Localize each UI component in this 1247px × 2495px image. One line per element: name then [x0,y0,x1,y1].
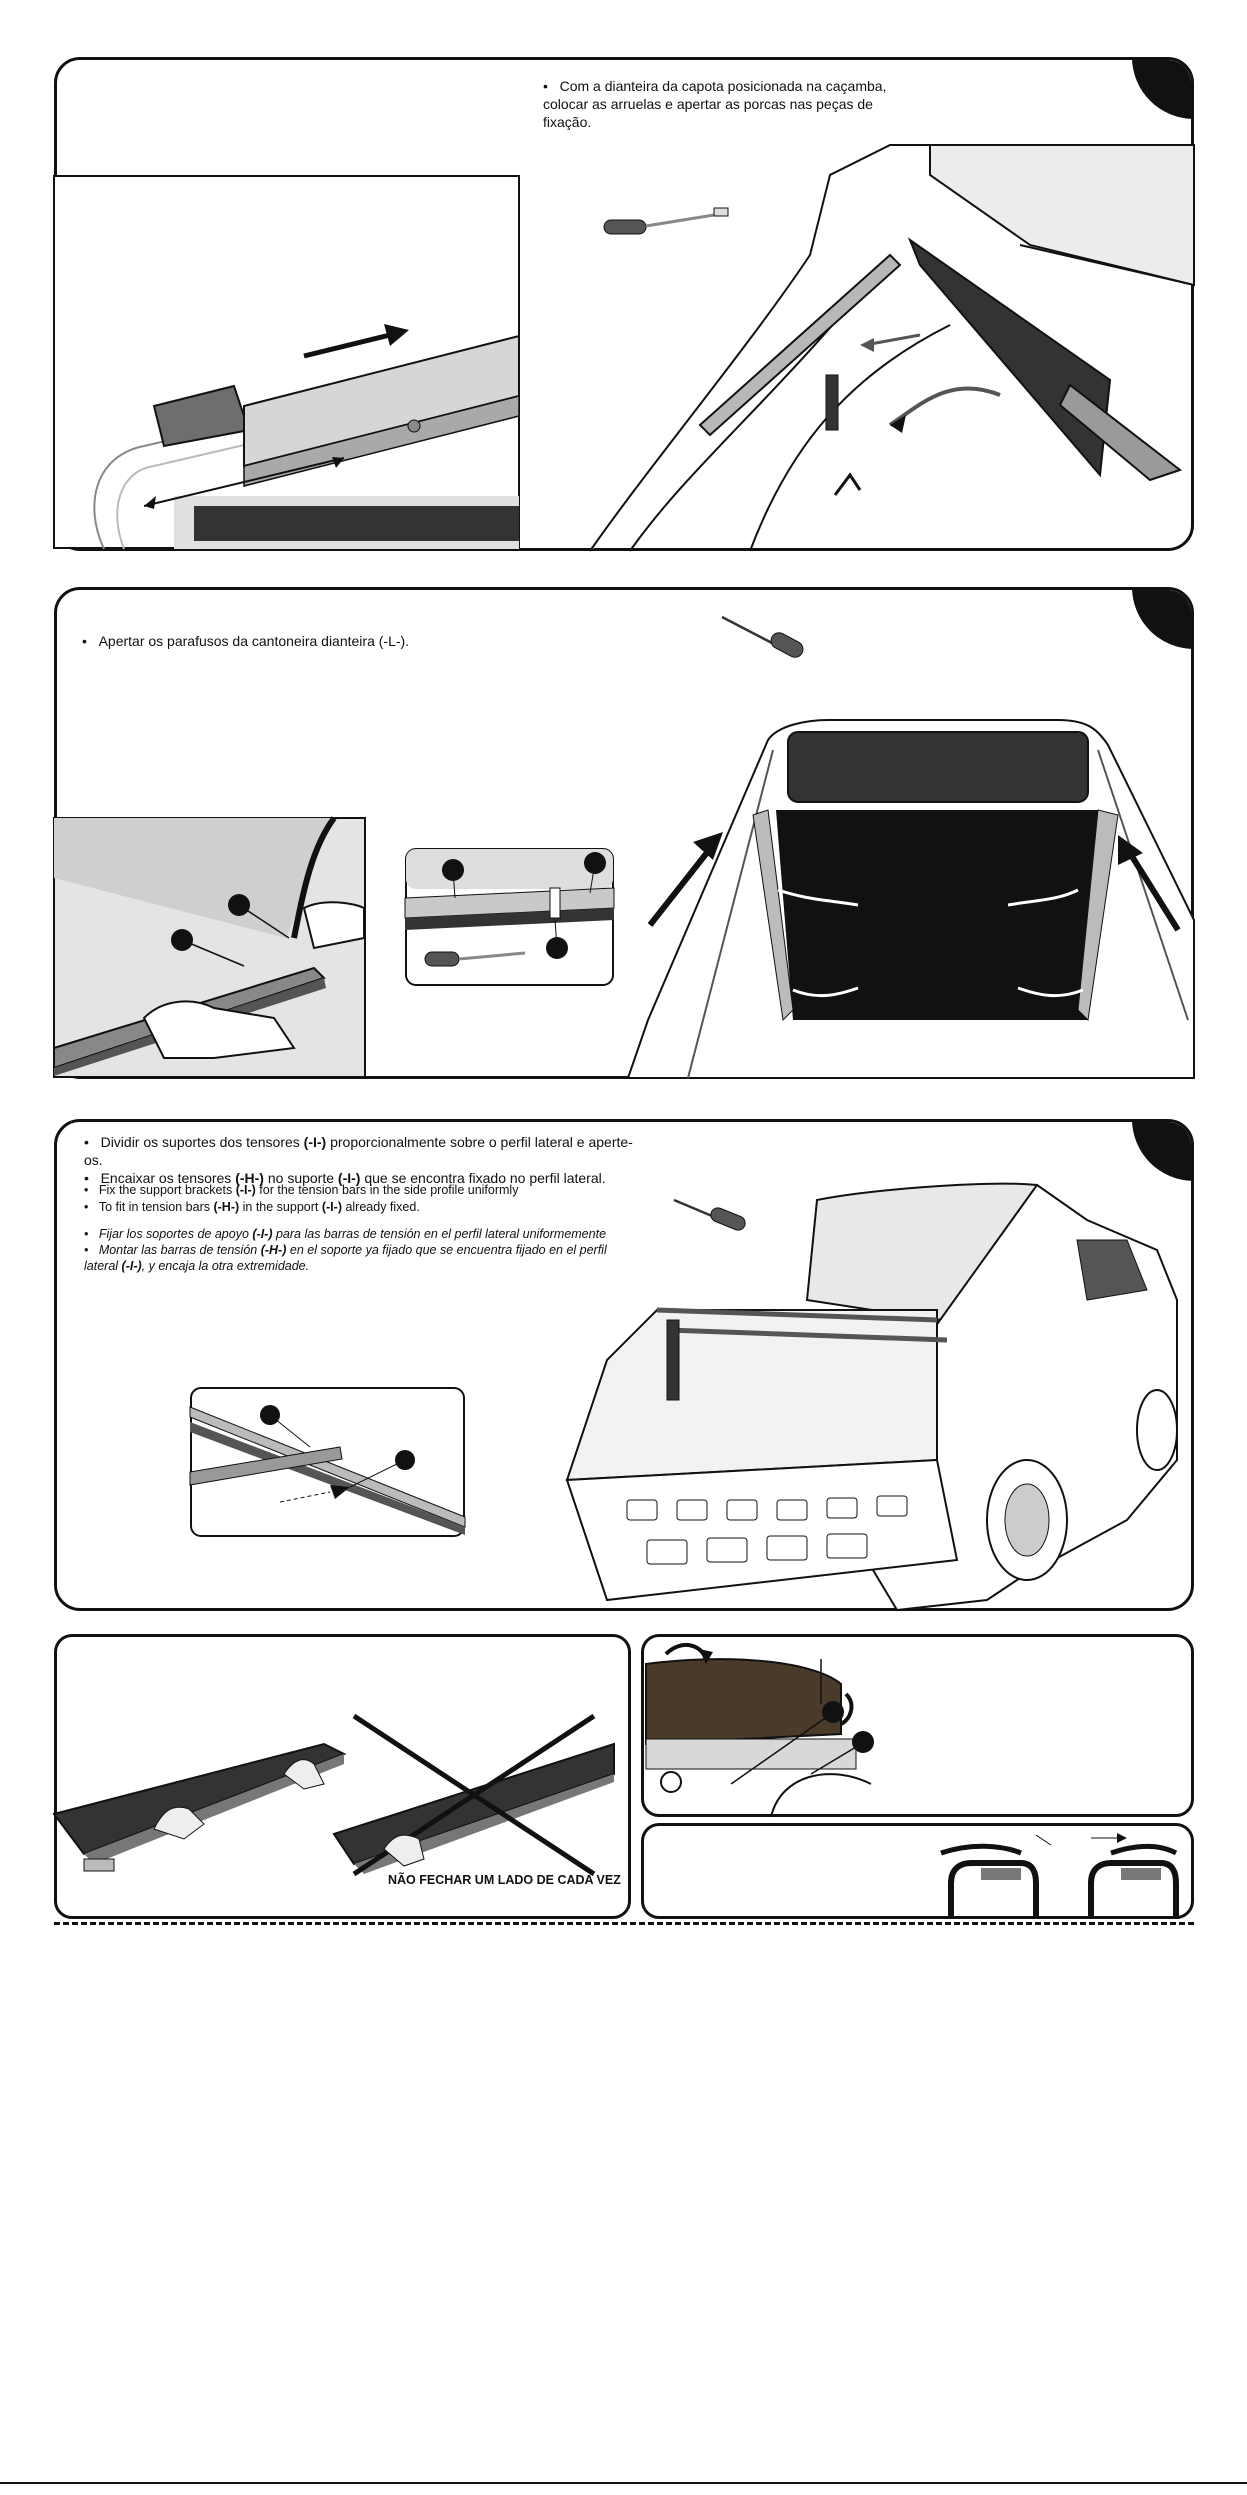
bullet: • [84,1183,89,1197]
en-line1-a: Fix the support brackets [98,1183,236,1197]
bullet: • [84,1243,89,1257]
step2-instruction: • Apertar os parafusos da cantoneira dia… [82,632,582,650]
pt-line2-c: no suporte [263,1170,338,1186]
warning-label: NÃO FECHAR UM LADO DE CADA VEZ [388,1873,621,1887]
bullet: • [84,1134,89,1150]
es-line2-a: Montar las barras de tensión [98,1243,261,1257]
step3-instructions-pt: • Dividir os suportes dos tensores (-I-)… [84,1133,644,1187]
part-ref-i: (-I-) [303,1134,327,1150]
step1-line2: colocar as arruelas e apertar as porcas … [543,96,873,130]
screwdriver-icon [721,615,804,658]
rear-latch-detail-illustration [645,1643,874,1818]
screwdriver-icon [673,1198,746,1231]
bullet: • [82,633,87,649]
bolt-callout-detail-illustration [404,848,615,986]
step-panel-6 [641,1823,1194,1919]
bullet: • [543,78,548,94]
en-line1-c: for the tension bars in the side profile… [255,1183,519,1197]
pt-line1-a: Dividir os suportes dos tensores [100,1134,304,1150]
rail-clamp-detail-illustration [53,175,520,550]
panel-corner-tab [1132,1122,1191,1181]
pt-line1-c: proporcionalmente sobre o perfil lateral… [84,1134,633,1168]
step2-text: Apertar os parafusos da cantoneira diant… [98,633,410,649]
part-ref-i: (-I-) [337,1170,361,1186]
side-profile-cross-section-illustration [940,1833,1179,1919]
step1-line1: Com a dianteira da capota posicionada na… [559,78,887,94]
step1-instruction: • Com a dianteira da capota posicionada … [543,77,923,131]
tension-bar-detail-illustration [189,1387,466,1537]
en-line2-c: in the support [239,1200,322,1214]
bullet: • [84,1170,89,1186]
part-ref-h: (-H-) [260,1243,287,1257]
truck-bed-cover-top-view-illustration [626,719,1195,1079]
part-ref-h: (-H-) [235,1170,264,1186]
step3-instructions-es: • Fijar los soportes de apoyo (-I-) para… [84,1226,624,1274]
es-line1-a: Fijar los soportes de apoyo [98,1227,253,1241]
part-ref-h: (-H-) [213,1200,240,1214]
part-ref-i: (-I-) [235,1183,256,1197]
cover-closing-wrong-way-illustration [52,1713,615,1877]
panel-corner-tab [1132,60,1191,119]
es-line3-c: , y encaja la otra extremidade. [141,1259,310,1273]
screwdriver-icon [603,207,729,235]
pt-line2-a: Encaixar os tensores [100,1170,236,1186]
es-line3-a: lateral [84,1259,122,1273]
part-ref-i: (-I-) [121,1259,142,1273]
bullet: • [84,1227,89,1241]
page-bottom-rule [0,2482,1247,2484]
es-line1-c: para las barras de tensión en el perfil … [272,1227,607,1241]
en-line2-a: To fit in tension bars [98,1200,214,1214]
es-line2-c: en el soporte ya fijado que se encuentra… [286,1243,607,1257]
pt-line2-e: que se encontra fixado no perfil lateral… [360,1170,606,1186]
panel-corner-tab [1132,590,1191,649]
en-line2-e: already fixed. [341,1200,420,1214]
part-ref-i: (-I-) [252,1227,273,1241]
cover-front-mounting-illustration [589,144,1195,552]
part-ref-i: (-I-) [321,1200,342,1214]
bullet: • [84,1200,89,1214]
pickup-truck-rear-view-illustration [565,1182,1178,1612]
cut-line-divider [54,1922,1194,1925]
front-angle-bolt-detail-illustration [53,816,366,1078]
step3-instructions-en: • Fix the support brackets (-I-) for the… [84,1182,604,1216]
